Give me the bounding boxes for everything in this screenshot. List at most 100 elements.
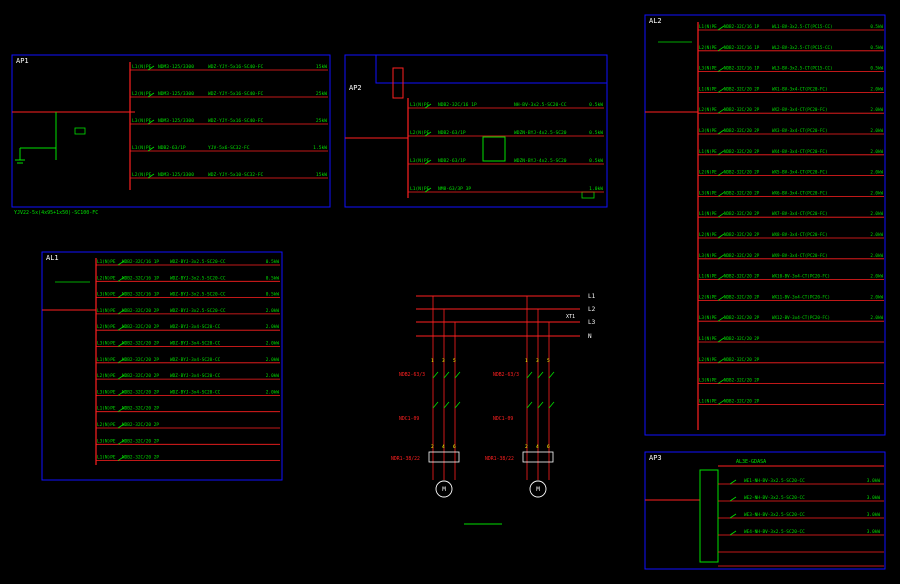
branch-load: 2.0kW bbox=[266, 373, 280, 379]
branch-circuit: L2(N)PE bbox=[97, 324, 116, 330]
branch-cable: WL2-BV-3x2.5-CT(PC15-CC) bbox=[772, 45, 833, 50]
breaker-symbol bbox=[424, 187, 432, 193]
thermal-relay bbox=[522, 451, 554, 463]
phase-label: L2 bbox=[588, 306, 596, 313]
branch-load: 0.5kW bbox=[589, 102, 603, 108]
breaker-symbol bbox=[717, 358, 725, 364]
breaker-symbol bbox=[717, 46, 725, 52]
branch-breaker: NM8-63/3P 3P bbox=[438, 186, 471, 192]
branch-circuit: L2(N)PE bbox=[699, 45, 717, 50]
branch-cable: WX3-BV-3x4-CT(PC20-FC) bbox=[772, 128, 827, 133]
branch-circuit: L2(N)PE bbox=[699, 357, 717, 362]
branch-cable: WDZ-YJY-5x16-SC40-FC bbox=[208, 91, 264, 97]
branch-breaker: NDB2-32C/20 2P bbox=[122, 438, 159, 444]
branch-cable: WDZ-BYJ-3x4-SC20-CC bbox=[170, 357, 221, 363]
breaker-symbol bbox=[717, 275, 725, 280]
breaker-symbol bbox=[147, 146, 155, 152]
branch-load: 3.0kW bbox=[867, 478, 881, 484]
branch-load: 0.5kW bbox=[589, 158, 603, 164]
panel-frame-al2 bbox=[644, 14, 886, 436]
breaker-model: NDB2-63/3 bbox=[399, 372, 425, 378]
breaker-symbol bbox=[117, 374, 125, 380]
branch-load: 0.5kW bbox=[266, 292, 280, 298]
branch-breaker: NDB2-32C/20 2P bbox=[122, 357, 159, 363]
motor-label: M bbox=[442, 486, 446, 493]
branch-circuit: L2(N)PE bbox=[699, 107, 717, 112]
breaker-symbol bbox=[117, 342, 125, 347]
branch-cable: WL3-BV-3x2.5-CT(PC15-CC) bbox=[772, 66, 833, 71]
branch-circuit: L1(N)PE bbox=[97, 308, 116, 314]
branch-cable: WDZ-YJY-5x16-SC40-FC bbox=[208, 118, 264, 124]
phase-label: N bbox=[588, 333, 592, 340]
branch-load: 25kW bbox=[316, 118, 327, 124]
branch-breaker: NDB2-32C/16 1P bbox=[122, 275, 159, 281]
pole-number: 3 bbox=[442, 358, 445, 364]
branch-circuit: L2(N)PE bbox=[132, 91, 152, 97]
breaker-contact bbox=[443, 371, 450, 379]
breaker-contact bbox=[432, 371, 439, 379]
panel-frame-ap1 bbox=[11, 54, 331, 208]
breaker-symbol bbox=[717, 233, 725, 239]
branch-breaker: NDB2-32C/20 2P bbox=[724, 336, 760, 341]
contactor-contact bbox=[454, 401, 461, 409]
branch-circuit: L3(N)PE bbox=[699, 378, 717, 383]
branch-breaker: NDB2-32C/20 2P bbox=[724, 128, 760, 133]
branch-breaker: NDB2-32C/20 2P bbox=[724, 190, 760, 195]
contactor-model: NDC1-09 bbox=[493, 416, 513, 422]
breaker-symbol bbox=[424, 159, 432, 165]
breaker-symbol bbox=[717, 212, 725, 218]
branch-cable: WX8-BV-3x4-CT(PC20-FC) bbox=[772, 232, 827, 237]
branch-circuit: L1(N)PE bbox=[699, 274, 717, 279]
branch-load: 15kW bbox=[316, 64, 327, 70]
branch-cable: WL1-BV-3x2.5-CT(PC15-CC) bbox=[772, 24, 833, 29]
breaker-model: NDB2-63/3 bbox=[493, 372, 519, 378]
branch-breaker: NDB2-32C/20 2P bbox=[724, 170, 760, 175]
branch-circuit: L2(N)PE bbox=[699, 294, 717, 299]
branch-cable: WX1-BV-3x4-CT(PC20-FC) bbox=[772, 86, 827, 91]
branch-breaker: NDB2-63/1P bbox=[438, 158, 466, 164]
breaker-symbol bbox=[729, 496, 737, 502]
branch-breaker: NDB2-32C/20 2P bbox=[724, 315, 760, 320]
branch-circuit: L1(N)PE bbox=[97, 406, 116, 412]
breaker-contact bbox=[454, 371, 461, 379]
branch-load: 2.0kW bbox=[870, 107, 883, 112]
branch-circuit: L3(N)PE bbox=[699, 128, 717, 133]
relay-model: NDR1-38/22 bbox=[391, 456, 420, 462]
breaker-symbol bbox=[717, 316, 725, 322]
branch-load: 25kW bbox=[316, 91, 327, 97]
branch-cable: WDZ-BYJ-3x4-SC20-CC bbox=[170, 373, 221, 379]
phase-label: L3 bbox=[588, 319, 596, 326]
breaker-symbol bbox=[117, 407, 125, 413]
branch-load: 2.0kW bbox=[266, 357, 280, 363]
ap1-footnote: YJV22-5x(4x95+1x50)-SC100-FC bbox=[14, 210, 98, 216]
branch-circuit: L3(N)PE bbox=[97, 341, 116, 347]
breaker-symbol bbox=[117, 439, 125, 445]
panel-frame-al1 bbox=[41, 251, 283, 481]
breaker-symbol bbox=[717, 67, 725, 72]
branch-breaker: NDB2-32C/20 2P bbox=[724, 211, 760, 216]
breaker-symbol bbox=[424, 103, 432, 109]
branch-circuit: L1(N)PE bbox=[699, 336, 717, 341]
breaker-symbol bbox=[117, 260, 125, 266]
branch-breaker: NDM3-125/3300 bbox=[158, 91, 194, 97]
branch-cable: WE2-NH-BV-3x2.5-SC20-CC bbox=[744, 495, 805, 501]
branch-breaker: NDB2-32C/20 2P bbox=[122, 341, 159, 347]
branch-load: 3.0kW bbox=[867, 495, 881, 501]
breaker-symbol bbox=[717, 88, 725, 93]
pole-number: 1 bbox=[431, 358, 434, 364]
branch-circuit: L2(N)PE bbox=[97, 422, 116, 428]
motor-icon bbox=[435, 480, 453, 498]
breaker-symbol bbox=[717, 25, 725, 31]
panel-frame-ap2 bbox=[344, 54, 608, 208]
contactor-model: NDC1-09 bbox=[399, 416, 419, 422]
branch-cable: WX5-BV-3x4-CT(PC20-FC) bbox=[772, 170, 827, 175]
breaker-symbol bbox=[717, 192, 725, 197]
branch-breaker: NDM3-125/3300 bbox=[158, 118, 194, 124]
branch-load: 2.0kW bbox=[266, 324, 280, 330]
